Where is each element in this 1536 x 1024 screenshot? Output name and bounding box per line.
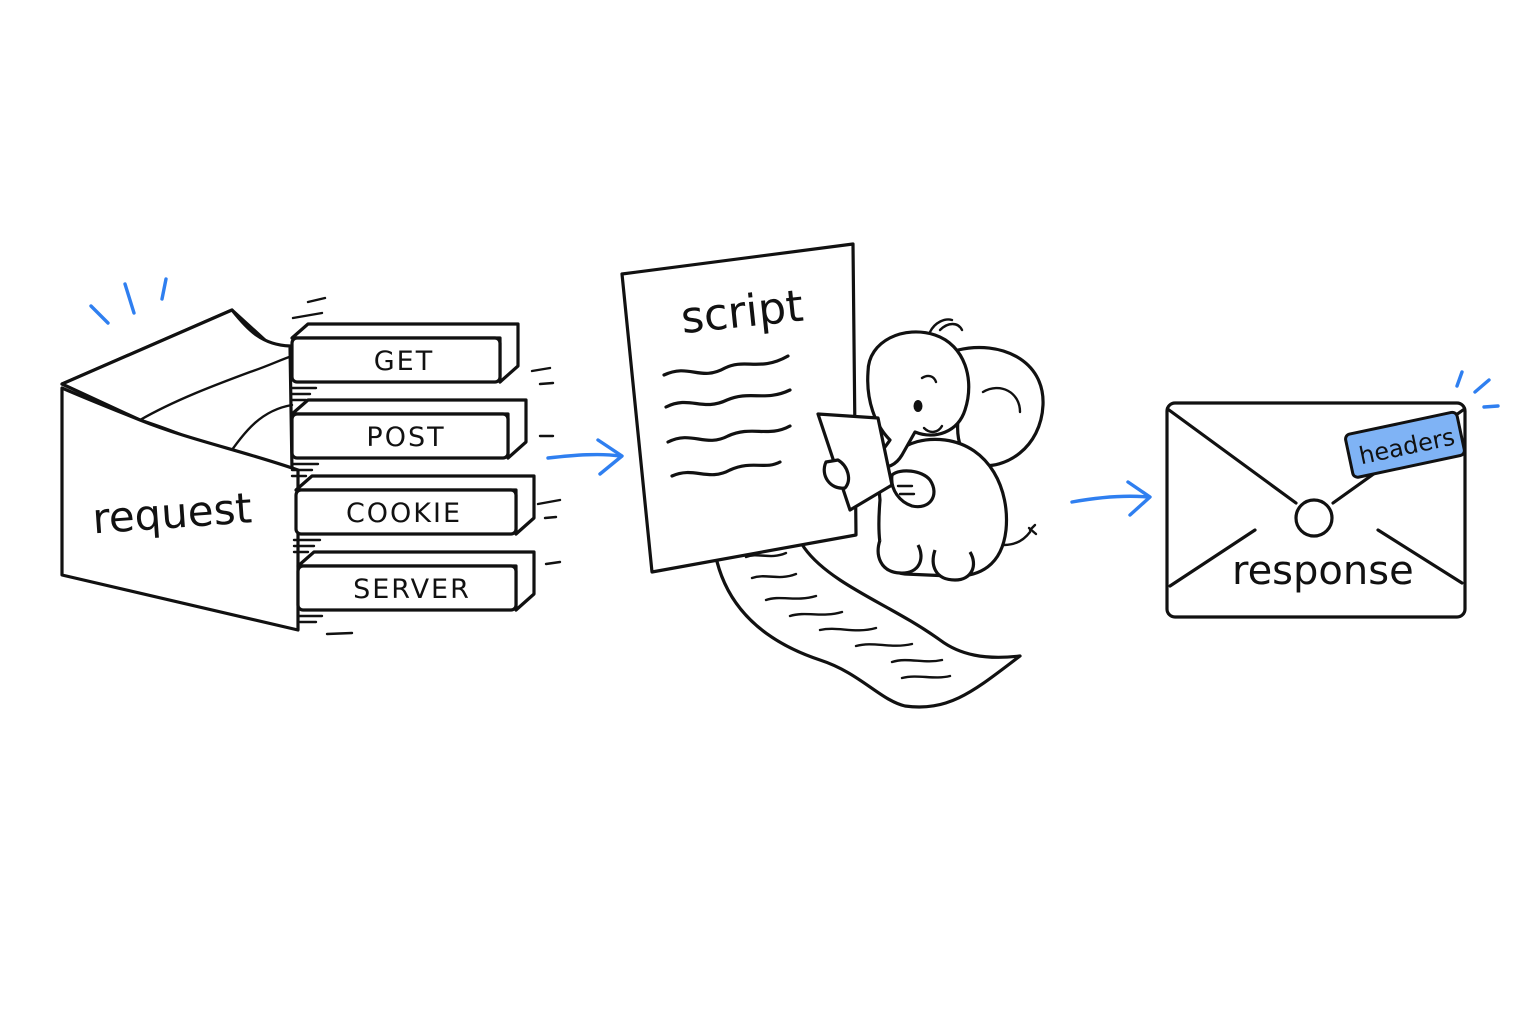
arrow-request-to-script: [546, 438, 624, 476]
headers-tag: headers: [1344, 410, 1466, 479]
request-sparkle-icon: [89, 277, 168, 325]
tab-depth: [290, 398, 528, 460]
script-label: script: [678, 281, 805, 345]
tab-depth: [290, 322, 520, 384]
request-box: request GET POST COOKIE SERVER: [60, 277, 562, 636]
elephant-reading-icon: [816, 318, 1045, 582]
motion-lines: [291, 296, 562, 636]
request-tab-get: GET: [290, 322, 520, 384]
response-sparkle-icon: [1455, 370, 1500, 409]
request-tab-cookie: COOKIE: [294, 474, 536, 536]
tab-face: [294, 488, 518, 536]
request-tabs: GET POST COOKIE SERVER: [290, 322, 536, 612]
script-document: script: [620, 242, 1022, 709]
request-label: request: [91, 483, 254, 543]
tab-dividers: [290, 386, 324, 624]
script-text-lines: [662, 354, 792, 478]
tab-label: GET: [374, 346, 434, 377]
tab-label: COOKIE: [346, 498, 462, 529]
tab-depth: [294, 474, 536, 536]
arrow-script-to-response: [1070, 480, 1152, 517]
request-tab-server: SERVER: [296, 550, 536, 612]
tab-face: [290, 412, 510, 460]
request-tab-post: POST: [290, 398, 528, 460]
tab-label: SERVER: [353, 574, 471, 605]
envelope-icon: response headers: [1165, 370, 1500, 619]
tab-depth: [296, 550, 536, 612]
tab-label: POST: [366, 422, 445, 453]
tab-face: [290, 336, 502, 384]
tab-face: [296, 564, 518, 612]
response-label: response: [1232, 548, 1414, 594]
